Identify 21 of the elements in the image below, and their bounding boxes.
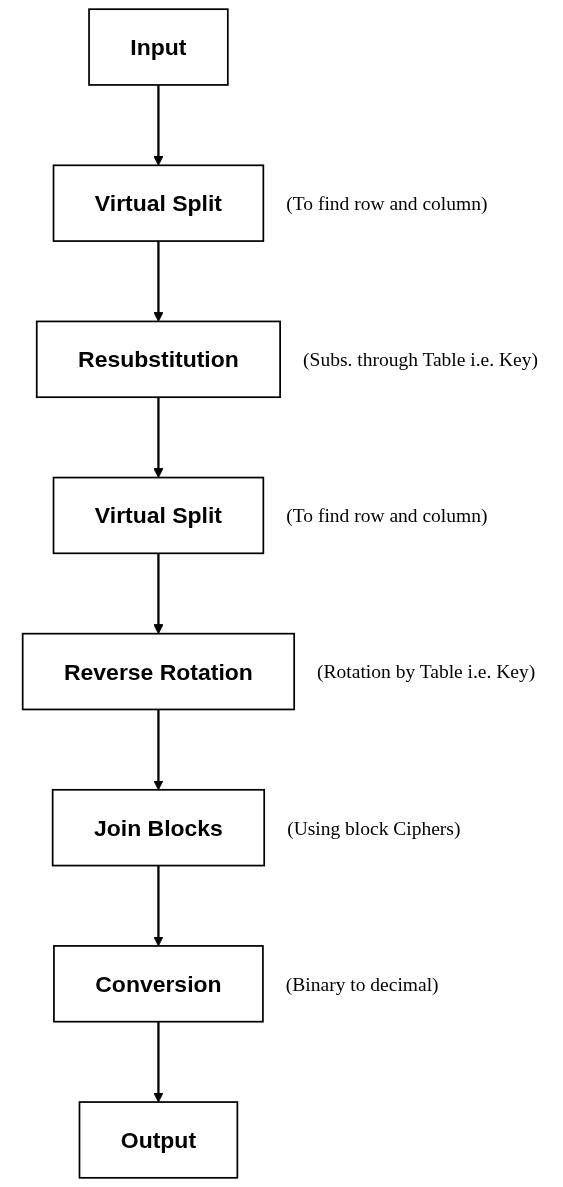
arrow xyxy=(153,241,164,322)
process-box: Virtual Split xyxy=(52,476,265,555)
process-box: Input xyxy=(88,8,229,86)
process-box: Conversion xyxy=(53,945,264,1023)
node-note: (Rotation by Table i.e. Key) xyxy=(317,661,536,683)
process-box: Join Blocks xyxy=(51,788,266,867)
arrow xyxy=(153,865,164,947)
arrow xyxy=(153,553,164,635)
process-box: Reverse Rotation xyxy=(21,632,296,711)
arrow xyxy=(153,84,164,166)
arrow xyxy=(153,397,164,478)
arrow xyxy=(153,709,164,791)
node-note: (Subs. through Table i.e. Key) xyxy=(303,349,538,371)
process-box: Virtual Split xyxy=(52,164,265,242)
node-note: (To find row and column) xyxy=(286,505,488,527)
process-box: Output xyxy=(78,1101,239,1179)
node-note: (Binary to decimal) xyxy=(285,973,439,995)
process-box: Resubstitution xyxy=(35,320,281,399)
node-note: (Using block Ciphers) xyxy=(287,817,461,839)
arrow xyxy=(153,1021,164,1103)
node-note: (To find row and column) xyxy=(286,193,488,215)
